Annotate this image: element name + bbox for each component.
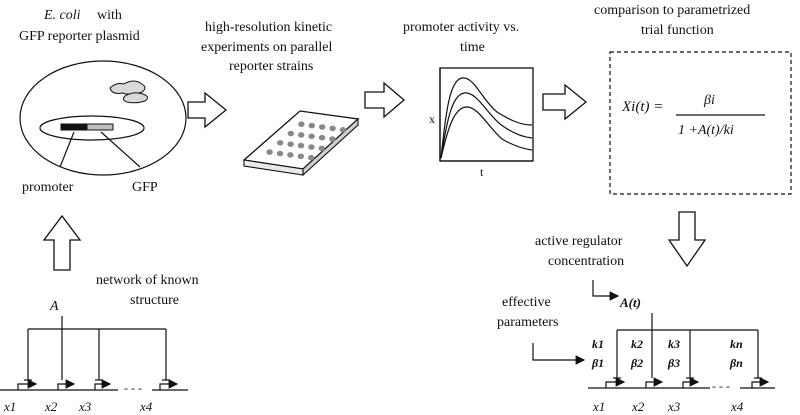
plate-well — [319, 124, 326, 130]
formula-lhs: Xi(t) = — [621, 99, 663, 115]
plate-well — [308, 154, 315, 161]
regulator-label-line1: active regulator — [535, 234, 623, 249]
regulator-network — [588, 313, 775, 389]
flow-arrow-2 — [364, 81, 406, 119]
ecoli-title-italic: E. coli — [43, 8, 81, 23]
kinetic-line2: experiments on parallel — [201, 40, 333, 55]
network-gene-x3: x3 — [78, 399, 92, 414]
plate-well — [297, 153, 304, 160]
plate-well — [287, 152, 294, 158]
network-dashes: - - - — [124, 381, 142, 395]
plate-well — [308, 133, 315, 140]
flow-arrow-1 — [187, 91, 228, 129]
plate-well — [329, 136, 336, 142]
kinetic-line1: high-resolution kinetic — [205, 20, 332, 35]
param-betan: βn — [729, 356, 743, 370]
network-regulator: A — [49, 299, 59, 314]
network-label-line1: network of known — [96, 273, 199, 288]
kinetic-line3: reporter strains — [229, 59, 313, 74]
regulator-pointer — [592, 280, 620, 301]
promoter-label: promoter — [22, 180, 74, 195]
plate-well — [318, 134, 326, 141]
plate-well — [287, 141, 294, 147]
flow-arrow-down — [667, 211, 707, 268]
network-gene-x4: x4 — [139, 399, 153, 414]
comparison-box — [609, 51, 792, 195]
graph-y-axis-label: x — [429, 112, 435, 126]
gfp-label: GFP — [132, 180, 158, 195]
plate-well — [308, 144, 315, 150]
plate-well — [298, 121, 305, 127]
plate-well — [308, 122, 315, 129]
param-beta1: β1 — [591, 356, 604, 370]
params-label-line2: parameters — [497, 315, 558, 330]
plate-well — [318, 145, 325, 152]
graph-x-axis-label: t — [480, 165, 484, 179]
network-diagram — [0, 316, 188, 391]
comparison-line1: comparison to parametrized — [594, 3, 750, 18]
param-k1: k1 — [592, 337, 604, 351]
panel-gene-x3: x3 — [667, 399, 681, 414]
microplate — [242, 110, 360, 177]
network-label-line2: structure — [130, 293, 179, 308]
panel-dashes: - - - — [712, 379, 730, 393]
param-beta3: β3 — [667, 356, 680, 370]
plate-well — [277, 140, 284, 146]
plate-well — [329, 125, 336, 132]
network-gene-x1: x1 — [3, 399, 16, 414]
plate-well — [266, 149, 273, 155]
flow-arrow-3 — [542, 83, 588, 121]
param-kn: kn — [730, 337, 743, 351]
ecoli-title-line2: GFP reporter plasmid — [19, 29, 140, 44]
regulator-label-line2: concentration — [548, 254, 624, 269]
params-pointer — [532, 343, 586, 365]
param-k3: k3 — [668, 337, 680, 351]
plate-well — [276, 150, 284, 157]
plate-well — [298, 132, 305, 138]
flow-arrow-up — [42, 214, 82, 271]
plate-well — [287, 130, 294, 137]
param-beta2: β2 — [630, 356, 643, 370]
panel-gene-x1: x1 — [592, 399, 605, 414]
plate-well — [297, 142, 305, 149]
activity-line2: time — [460, 40, 485, 55]
formula-denominator: 1 +A(t)/ki — [678, 123, 734, 138]
activity-line1: promoter activity vs. — [403, 20, 519, 35]
panel-gene-x4: x4 — [730, 399, 744, 414]
plate-well — [339, 127, 347, 133]
params-label-line1: effective — [502, 295, 551, 310]
activity-graph — [439, 67, 534, 162]
ecoli-title-rest: with — [97, 8, 122, 23]
panel-gene-x2: x2 — [631, 399, 645, 414]
formula-numerator: βi — [703, 93, 715, 108]
network-gene-x2: x2 — [44, 399, 58, 414]
panel-regulator: A(t) — [619, 295, 641, 310]
comparison-line2: trial function — [641, 23, 714, 38]
ecoli-cell — [19, 60, 187, 176]
param-k2: k2 — [631, 337, 643, 351]
